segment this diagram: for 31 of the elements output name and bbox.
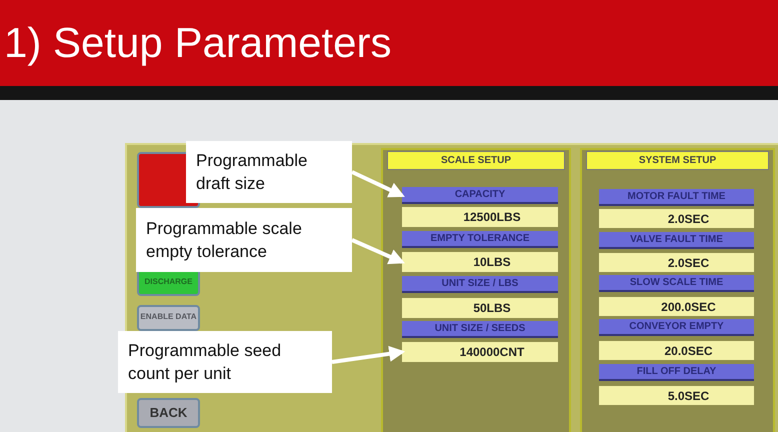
arrow xyxy=(332,346,406,364)
panel-header: SCALE SETUP xyxy=(387,151,565,170)
back-button: BACK xyxy=(137,398,200,428)
parameter-label: MOTOR FAULT TIME xyxy=(599,189,754,206)
callout-box: Programmable scale empty tolerance xyxy=(136,208,352,272)
value-field: 2.0SEC xyxy=(599,253,754,272)
parameter-label: SLOW SCALE TIME xyxy=(599,275,754,292)
value-field: 2.0SEC xyxy=(599,209,754,228)
value-field: 20.0SEC xyxy=(599,341,754,360)
setup-panel xyxy=(381,148,571,432)
title: 1) Setup Parameters xyxy=(4,22,392,64)
value-field: 12500LBS xyxy=(402,207,558,227)
control-button: ENABLE DATA xyxy=(137,305,200,331)
value-field: 50LBS xyxy=(402,298,558,318)
callout-box: Programmable seed count per unit xyxy=(118,331,332,393)
parameter-label: UNIT SIZE / LBS xyxy=(402,276,558,293)
parameter-label: EMPTY TOLERANCE xyxy=(402,231,558,248)
parameter-label: UNIT SIZE / SEEDS xyxy=(402,321,558,338)
parameter-label: CONVEYOR EMPTY xyxy=(599,319,754,336)
value-field: 10LBS xyxy=(402,252,558,272)
value-field: 5.0SEC xyxy=(599,386,754,405)
parameter-label: VALVE FAULT TIME xyxy=(599,232,754,249)
value-field: 140000CNT xyxy=(402,342,558,362)
arrow xyxy=(351,170,405,198)
callout-box: Programmable draft size xyxy=(186,141,352,203)
setup-panel xyxy=(580,148,775,432)
arrow xyxy=(351,238,405,264)
value-field: 200.0SEC xyxy=(599,297,754,316)
parameter-label: CAPACITY xyxy=(402,187,558,204)
parameter-label: FILL OFF DELAY xyxy=(599,364,754,381)
panel-header: SYSTEM SETUP xyxy=(586,151,769,170)
